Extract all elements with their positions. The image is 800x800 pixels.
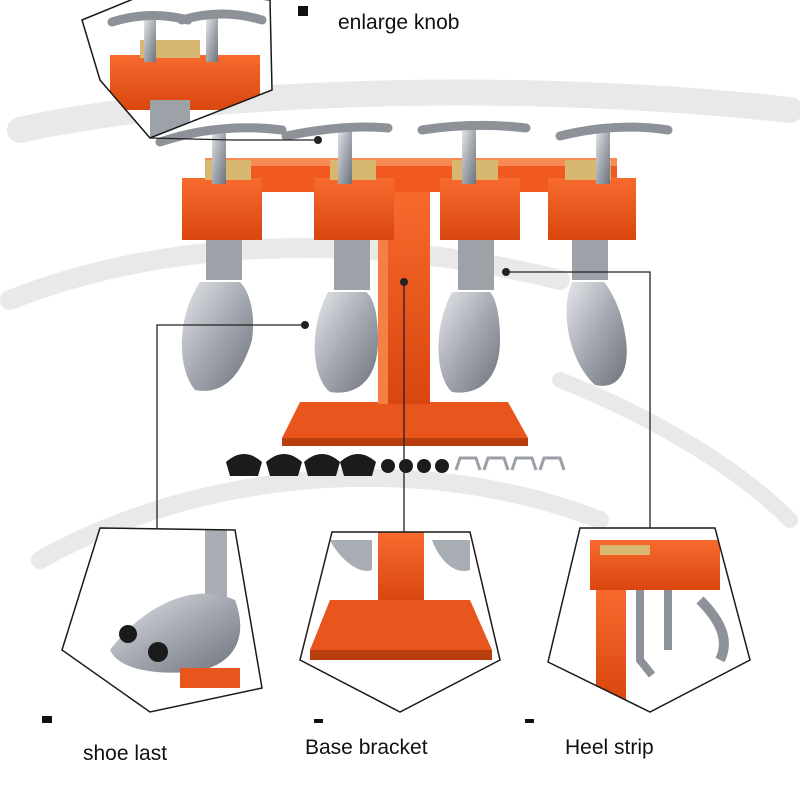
callout-dots (301, 136, 510, 329)
base-plate (282, 402, 528, 438)
stretcher-head (417, 120, 531, 393)
shoe-stretcher-machine (155, 120, 673, 446)
heel-strip-detail (547, 527, 751, 713)
label-base-bracket: Base bracket (305, 736, 428, 759)
square-bullet-icon (525, 719, 534, 723)
label-shoe-last: shoe last (83, 742, 168, 765)
stretcher-head (155, 123, 287, 391)
square-bullet-icon (298, 6, 308, 16)
base-bracket-detail (299, 531, 501, 713)
label-heel-strip: Heel strip (565, 736, 654, 759)
stretcher-head (548, 122, 673, 386)
shoe-last-detail (61, 527, 263, 713)
stretcher-head (281, 122, 394, 393)
label-enlarge-knob: enlarge knob (338, 11, 460, 34)
accessory-plugs (226, 454, 566, 476)
square-bullet-icon (314, 719, 323, 723)
square-bullet-icon (42, 716, 52, 723)
